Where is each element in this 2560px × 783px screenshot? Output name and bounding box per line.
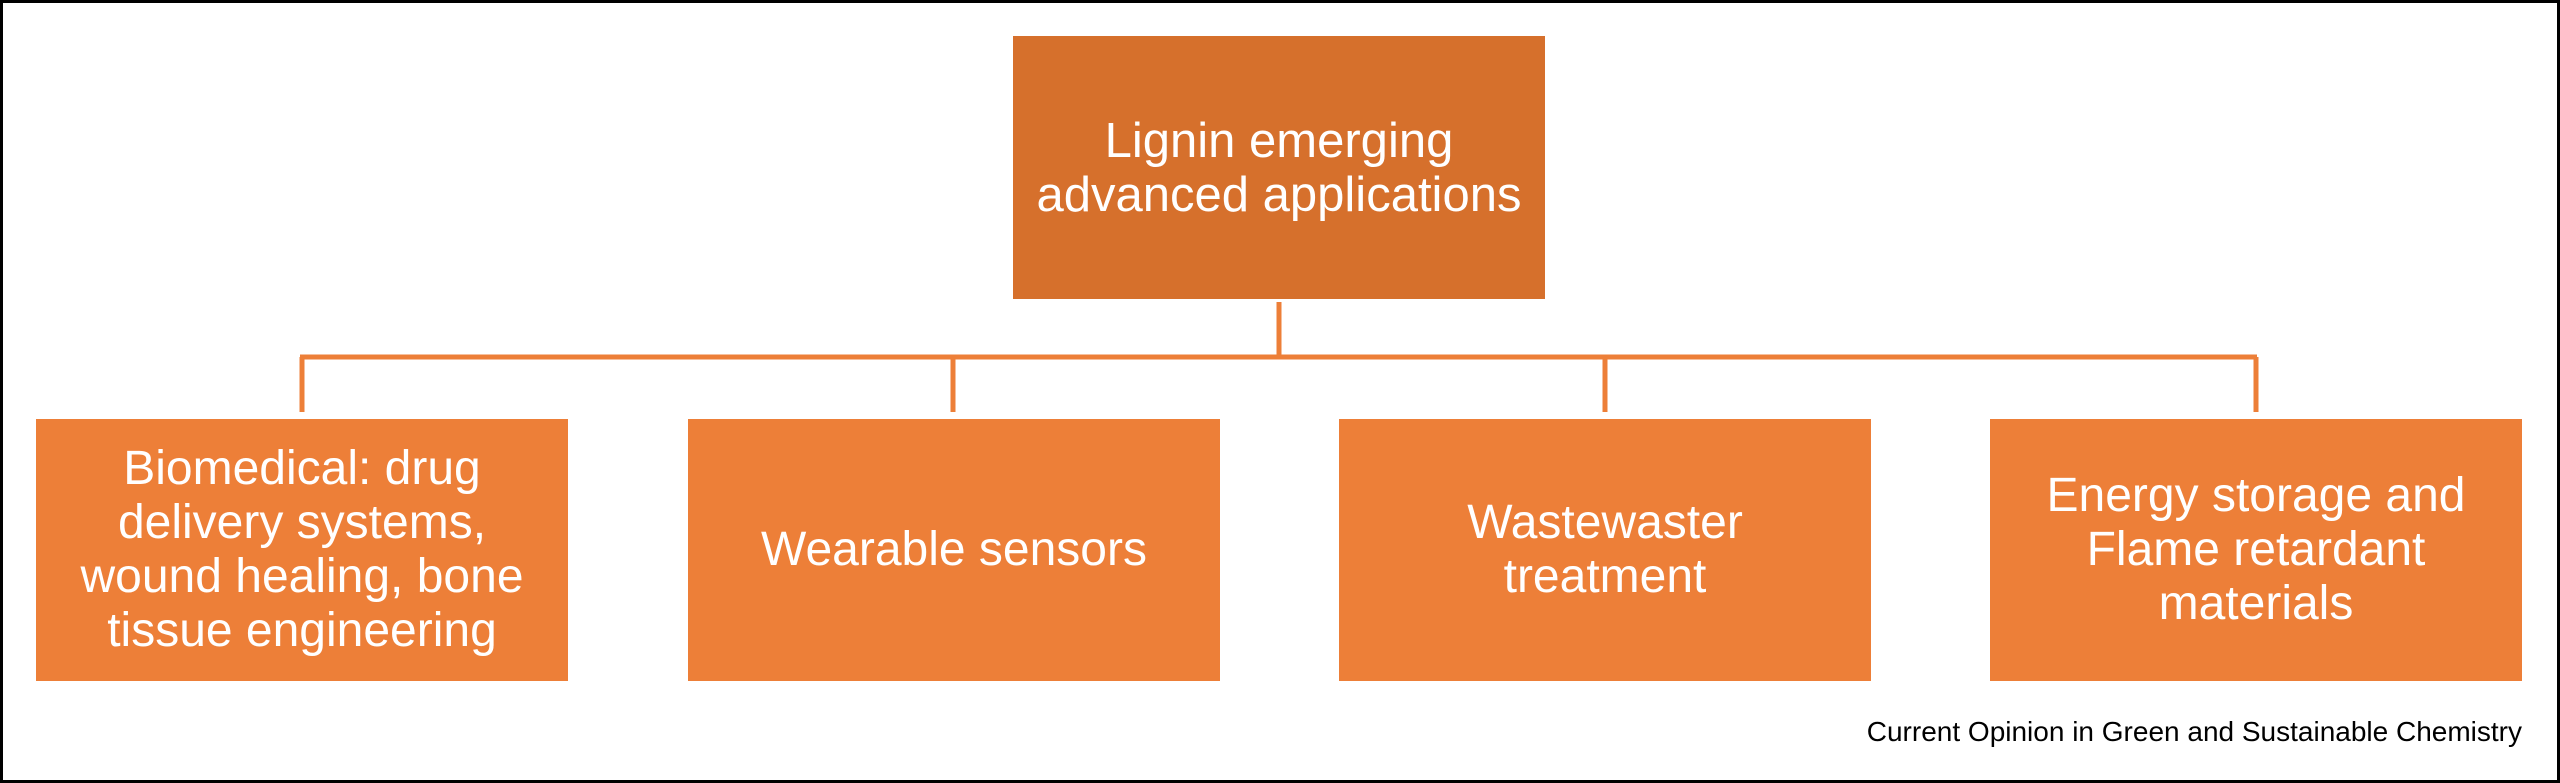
root-node: Lignin emerging advanced applications: [1013, 36, 1545, 299]
root-node-label: Lignin emerging advanced applications: [1036, 113, 1522, 222]
child-node-label: Wastewaster treatment: [1467, 496, 1743, 603]
child-node-label: Biomedical: drug delivery systems, wound…: [80, 442, 524, 657]
child-node-energy-storage: Energy storage and Flame retardant mater…: [1990, 419, 2522, 681]
child-node-label: Energy storage and Flame retardant mater…: [2046, 469, 2466, 630]
journal-credit: Current Opinion in Green and Sustainable…: [1866, 716, 2522, 747]
child-node-wastewater-treatment: Wastewaster treatment: [1339, 419, 1871, 681]
child-node-label: Wearable sensors: [761, 523, 1147, 576]
child-node-biomedical: Biomedical: drug delivery systems, wound…: [36, 419, 568, 681]
child-node-wearable-sensors: Wearable sensors: [688, 419, 1220, 681]
